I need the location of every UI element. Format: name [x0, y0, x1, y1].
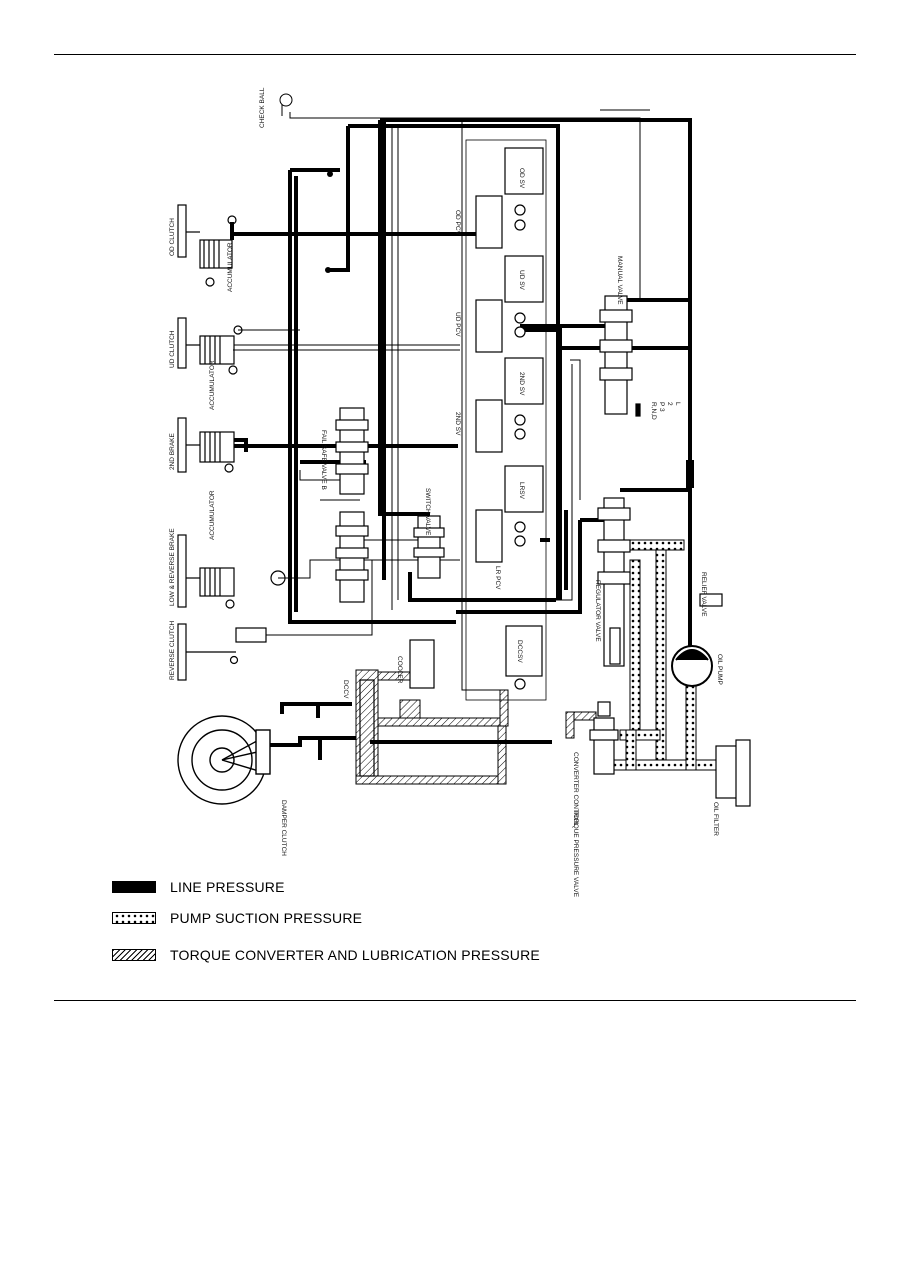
label-accumulator-2: ACCUMULATOR: [209, 360, 216, 410]
bottom-rule: [54, 1000, 856, 1001]
reverse-clutch-group: [177, 623, 267, 681]
label-ud-clutch: UD CLUTCH: [169, 330, 176, 368]
torque-converter-lines: [355, 647, 597, 785]
label-lrsv: LRSV: [518, 482, 525, 500]
label-2nd-sv: 2ND SV: [454, 412, 461, 436]
line-pressure-swatch: [112, 881, 156, 893]
label-relief-valve: RELIEF VALVE: [700, 572, 707, 617]
check-ball-icon: [279, 93, 293, 107]
label-low-reverse-brake: LOW & REVERSE BRAKE: [169, 528, 176, 606]
oil-filter: [715, 739, 751, 807]
label-od-pcv: OD PCV: [454, 210, 461, 236]
second-brake-group: [177, 417, 235, 473]
pump-suction-swatch: [112, 912, 156, 924]
label-converter-control: CONVERTER CONTROL: [572, 752, 579, 827]
label-torque-pressure-valve: TORQUE PRESSURE VALVE: [572, 810, 579, 898]
label-2nd-brake: 2ND BRAKE: [169, 432, 176, 470]
label-manual-valve: MANUAL VALVE: [616, 256, 623, 305]
label-fail-safe-valve: FAIL SAFE VALVE B: [320, 430, 327, 490]
legend-pump-suction: PUMP SUCTION PRESSURE: [112, 910, 362, 926]
label-dccv: DCCV: [342, 680, 349, 699]
label-cooler: COOLER: [396, 656, 403, 684]
signal-lines: [233, 104, 718, 691]
label-oil-filter: OIL FILTER: [712, 802, 719, 836]
junction-dot: [325, 267, 331, 273]
label-gear-l: L: [674, 402, 681, 406]
line-pressure-lines: [230, 118, 692, 760]
label-damper-clutch: DAMPER CLUTCH: [280, 800, 287, 856]
solenoid-column: [465, 139, 547, 701]
label-oil-pump: OIL PUMP: [716, 654, 723, 685]
hydraulic-circuit-diagram: CHECK BALL OD CLUTCH ACCUMULATOR UD CLUT…: [169, 87, 751, 898]
label-reverse-clutch: REVERSE CLUTCH: [169, 620, 176, 680]
legend-line-pressure: LINE PRESSURE: [112, 879, 285, 895]
cooler: [409, 639, 435, 689]
torque-converter-swatch: [112, 949, 156, 961]
damper-clutch: [177, 715, 271, 805]
fail-safe-valve-b: [335, 407, 369, 603]
legend-line-pressure-label: LINE PRESSURE: [170, 879, 285, 895]
label-check-ball: CHECK BALL: [259, 87, 266, 128]
pump-suction-lines: [599, 539, 741, 771]
legend-pump-suction-label: PUMP SUCTION PRESSURE: [170, 910, 363, 926]
manual-valve: [599, 295, 641, 417]
diagram-labels: CHECK BALL OD CLUTCH ACCUMULATOR UD CLUT…: [169, 87, 723, 898]
label-accumulator-3: ACCUMULATOR: [209, 490, 216, 540]
legend-torque-converter: TORQUE CONVERTER AND LUBRICATION PRESSUR…: [112, 947, 540, 963]
torque-pressure-valve: [589, 701, 619, 775]
line-pressure-filter-block: [686, 460, 694, 488]
label-ud-pcv: UD PCV: [454, 312, 461, 337]
dccv: [359, 679, 375, 777]
switch-valve: [413, 515, 445, 579]
label-2nd-sv-box: 2ND SV: [518, 372, 525, 396]
label-od-clutch: OD CLUTCH: [169, 218, 176, 256]
label-ud-sv: UD SV: [518, 270, 525, 291]
label-dccsv: DCCSV: [516, 640, 523, 663]
oil-pump: [671, 645, 713, 687]
label-gear-2: 2: [666, 402, 673, 406]
junction-dot: [327, 171, 333, 177]
label-p3: P 3: [658, 402, 665, 412]
ud-clutch-group: [177, 317, 243, 375]
relief-valve: [699, 593, 723, 607]
low-reverse-brake-group: [177, 534, 286, 609]
label-rnd: R,N,D: [650, 402, 657, 420]
top-rule: [54, 54, 856, 55]
label-od-sv: OD SV: [518, 168, 525, 189]
regulator-valve: [597, 497, 631, 667]
legend-torque-converter-label: TORQUE CONVERTER AND LUBRICATION PRESSUR…: [170, 947, 540, 963]
label-lr-pcv: LR PCV: [494, 566, 501, 590]
label-switch-valve: SWITCH VALVE: [424, 488, 431, 536]
label-regulator-valve: REGULATOR VALVE: [594, 580, 601, 642]
label-accumulator-1: ACCUMULATOR: [227, 242, 234, 292]
